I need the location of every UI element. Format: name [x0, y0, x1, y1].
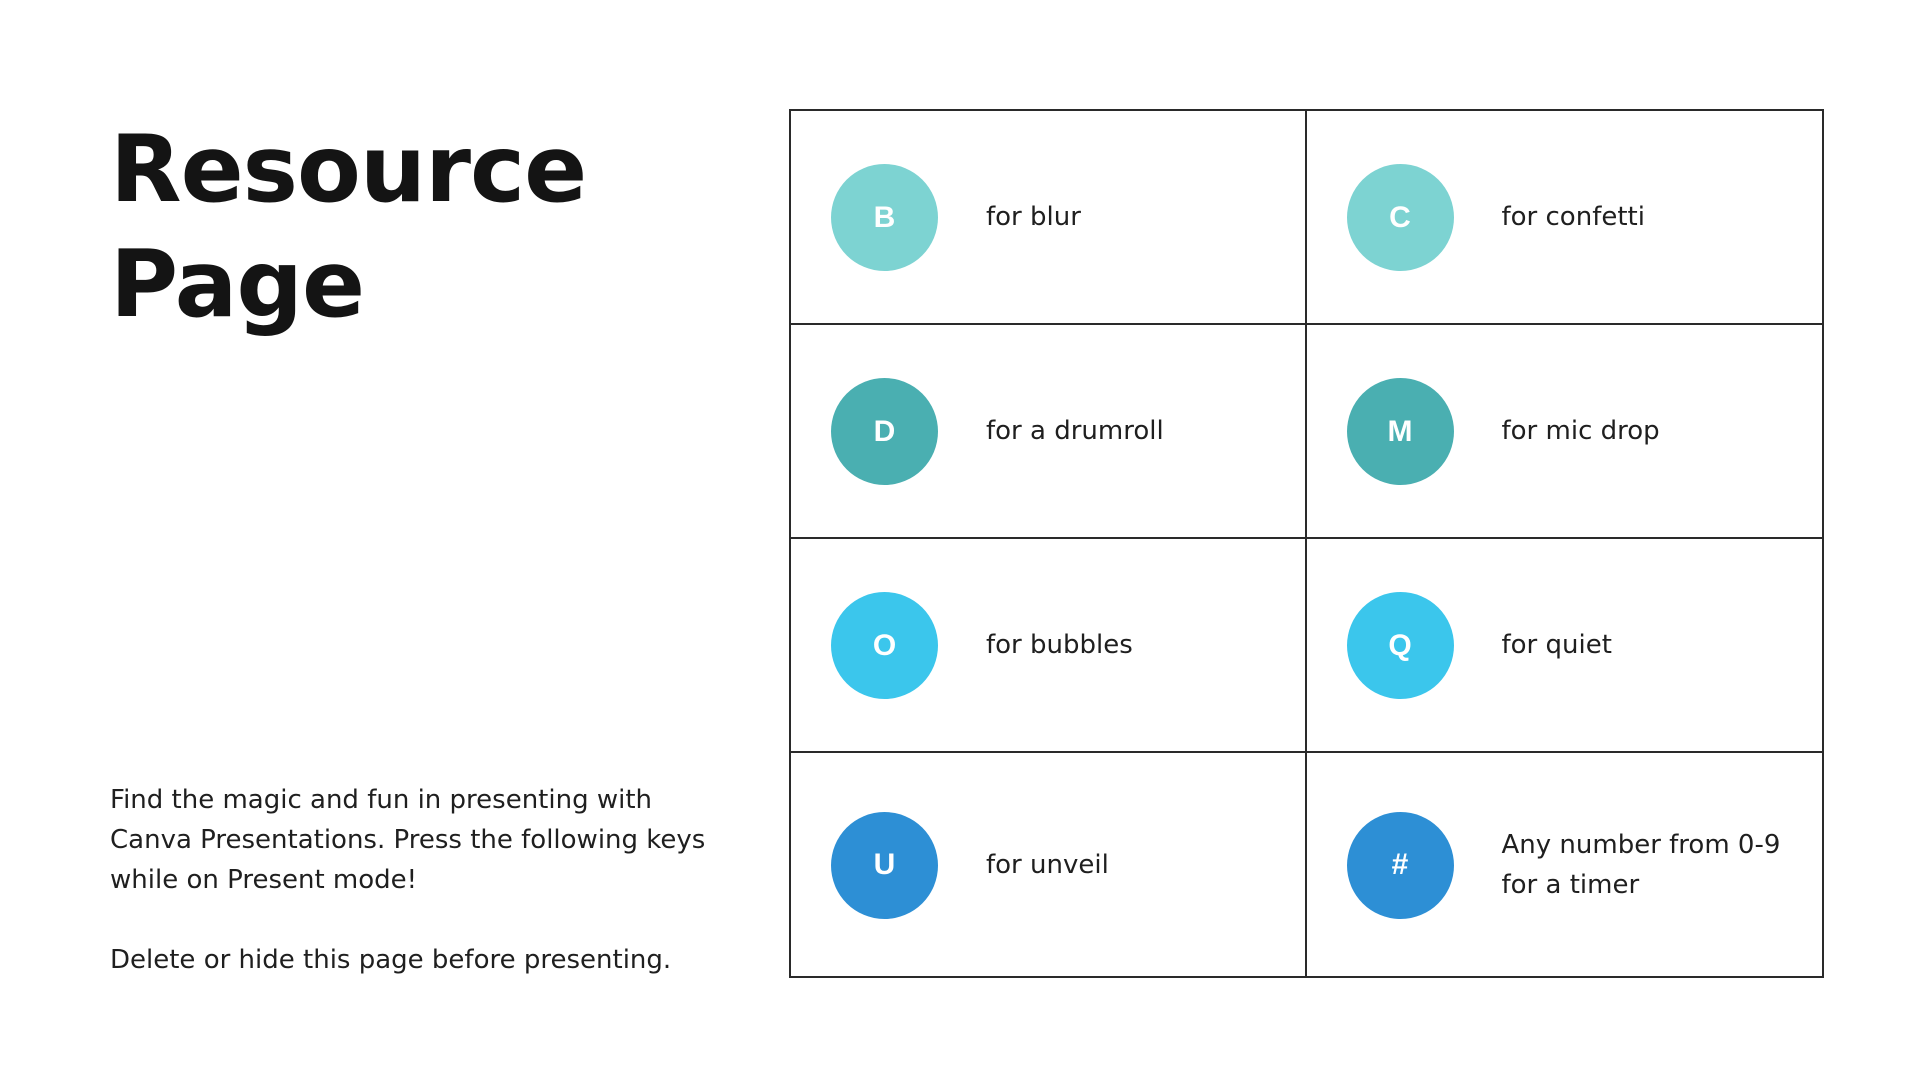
page-title-line-1: Resource [110, 115, 587, 223]
key-badge: D [831, 378, 938, 485]
shortcut-cell-b: B for blur [791, 111, 1307, 325]
key-description: Any number from 0-9 for a timer [1501, 829, 1781, 900]
shortcut-cell-m: M for mic drop [1306, 325, 1822, 539]
shortcut-cell-q: Q for quiet [1306, 539, 1822, 753]
key-badge: M [1346, 378, 1454, 485]
intro-note: Delete or hide this page before presenti… [110, 945, 672, 975]
key-description: for a drumroll [986, 416, 1164, 446]
shortcut-cell-c: C for confetti [1306, 111, 1822, 325]
shortcut-cell-o: O for bubbles [791, 539, 1307, 753]
key-badge: Q [1346, 592, 1454, 699]
key-description: for bubbles [986, 630, 1133, 660]
intro-paragraph: Find the magic and fun in presenting wit… [110, 785, 706, 895]
key-badge: U [831, 811, 938, 919]
page-title-line-2: Page [110, 230, 365, 338]
intro-text: Find the magic and fun in presenting wit… [110, 780, 710, 980]
key-badge: O [831, 592, 938, 699]
key-badge: # [1346, 811, 1454, 919]
shortcut-cell-u: U for unveil [791, 753, 1307, 976]
key-badge: B [831, 164, 938, 271]
page-title: Resource Page [110, 112, 587, 342]
shortcut-table: B for blur C for confetti D for a drumro… [789, 109, 1824, 978]
key-description: for unveil [986, 849, 1109, 880]
key-badge: C [1346, 164, 1454, 271]
shortcut-cell-number: # Any number from 0-9 for a timer [1307, 753, 1823, 976]
key-description: for mic drop [1501, 416, 1660, 446]
key-description: for confetti [1501, 202, 1645, 232]
key-description: for quiet [1501, 630, 1612, 660]
key-description: for blur [986, 202, 1081, 232]
shortcut-cell-d: D for a drumroll [791, 325, 1307, 539]
